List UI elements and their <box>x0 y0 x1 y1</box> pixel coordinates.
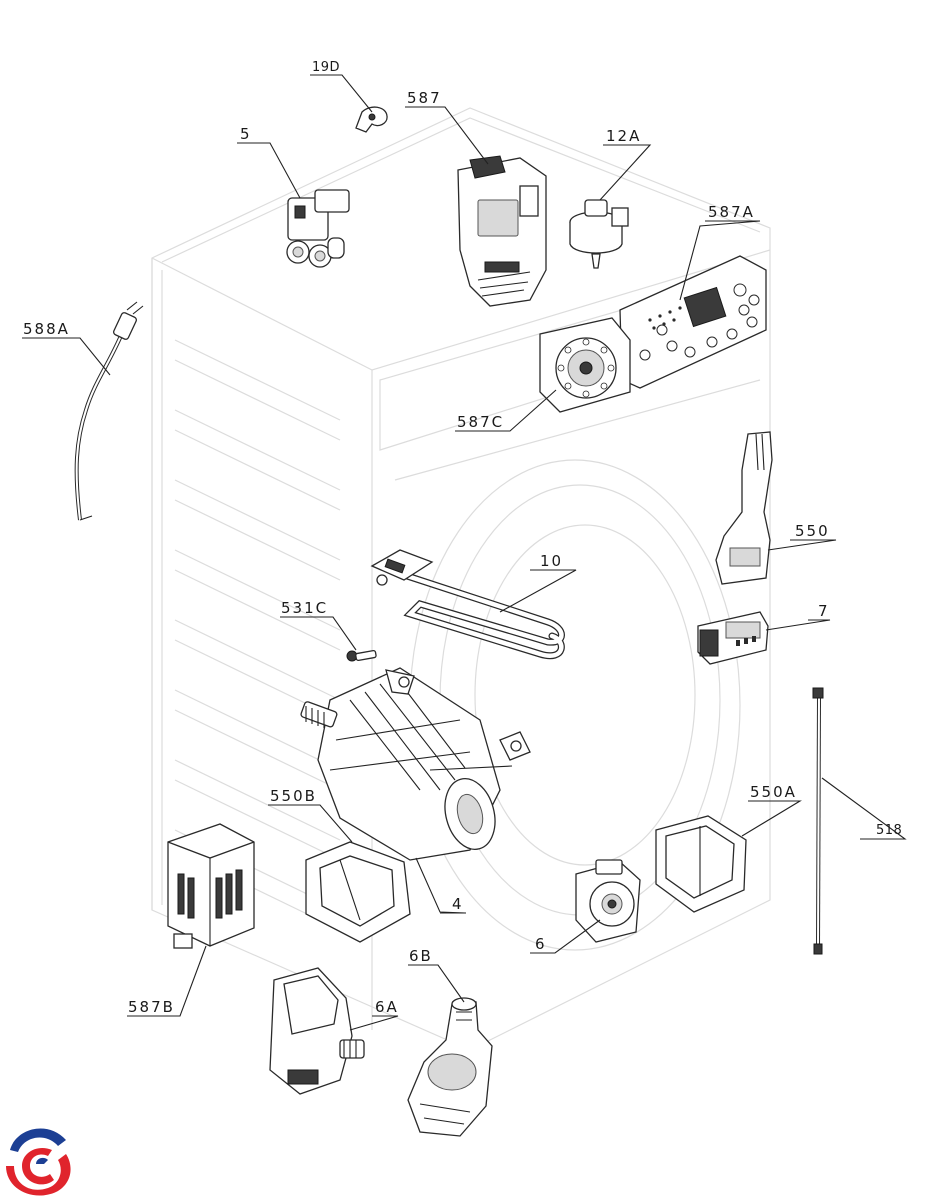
part-550A-cover[interactable] <box>655 815 747 913</box>
part-588A-power-cord[interactable] <box>74 301 144 521</box>
label-587: 587 <box>407 89 442 107</box>
part-6-pump[interactable] <box>575 859 641 943</box>
label-10: 10 <box>540 552 563 570</box>
part-550-door-hinge-cover[interactable] <box>715 431 773 585</box>
part-6B-pump-body[interactable] <box>407 997 493 1137</box>
part-587A-display-board[interactable] <box>619 255 767 389</box>
label-4: 4 <box>452 895 464 913</box>
part-5-inlet-valve[interactable] <box>286 189 350 268</box>
part-587C-program-selector[interactable] <box>539 317 631 413</box>
label-7: 7 <box>818 602 830 620</box>
part-19D-clip[interactable] <box>355 106 388 133</box>
part-550B-cover[interactable] <box>305 841 411 943</box>
label-550A: 550A <box>750 783 797 801</box>
label-12A: 12A <box>606 127 641 145</box>
part-587B-module[interactable] <box>167 823 255 949</box>
label-587C: 587C <box>457 413 504 431</box>
brand-logo <box>6 1128 71 1196</box>
label-550: 550 <box>795 522 830 540</box>
label-5: 5 <box>240 125 252 143</box>
label-518: 518 <box>876 823 902 838</box>
part-12A-pressure-switch[interactable] <box>569 199 629 269</box>
label-587B: 587B <box>128 998 175 1016</box>
label-19D: 19D <box>312 60 340 75</box>
part-10-heating-element[interactable] <box>370 549 565 660</box>
label-531C: 531C <box>281 599 328 617</box>
leader-lines <box>22 74 907 1031</box>
part-6A-pump[interactable] <box>269 967 365 1095</box>
part-4-motor[interactable] <box>300 667 531 861</box>
part-labels: 19D 587 5 12A 587A 588A 587C 550 10 531C… <box>23 60 902 1016</box>
part-531C-screw[interactable] <box>346 649 377 662</box>
label-550B: 550B <box>270 787 317 805</box>
part-587-control-module[interactable] <box>457 155 547 307</box>
label-588A: 588A <box>23 320 70 338</box>
label-6: 6 <box>535 935 547 953</box>
part-518-rod[interactable] <box>812 687 824 955</box>
label-587A: 587A <box>708 203 755 221</box>
label-6B: 6B <box>409 947 433 965</box>
label-6A: 6A <box>375 998 399 1016</box>
part-7-door-lock[interactable] <box>697 611 769 665</box>
